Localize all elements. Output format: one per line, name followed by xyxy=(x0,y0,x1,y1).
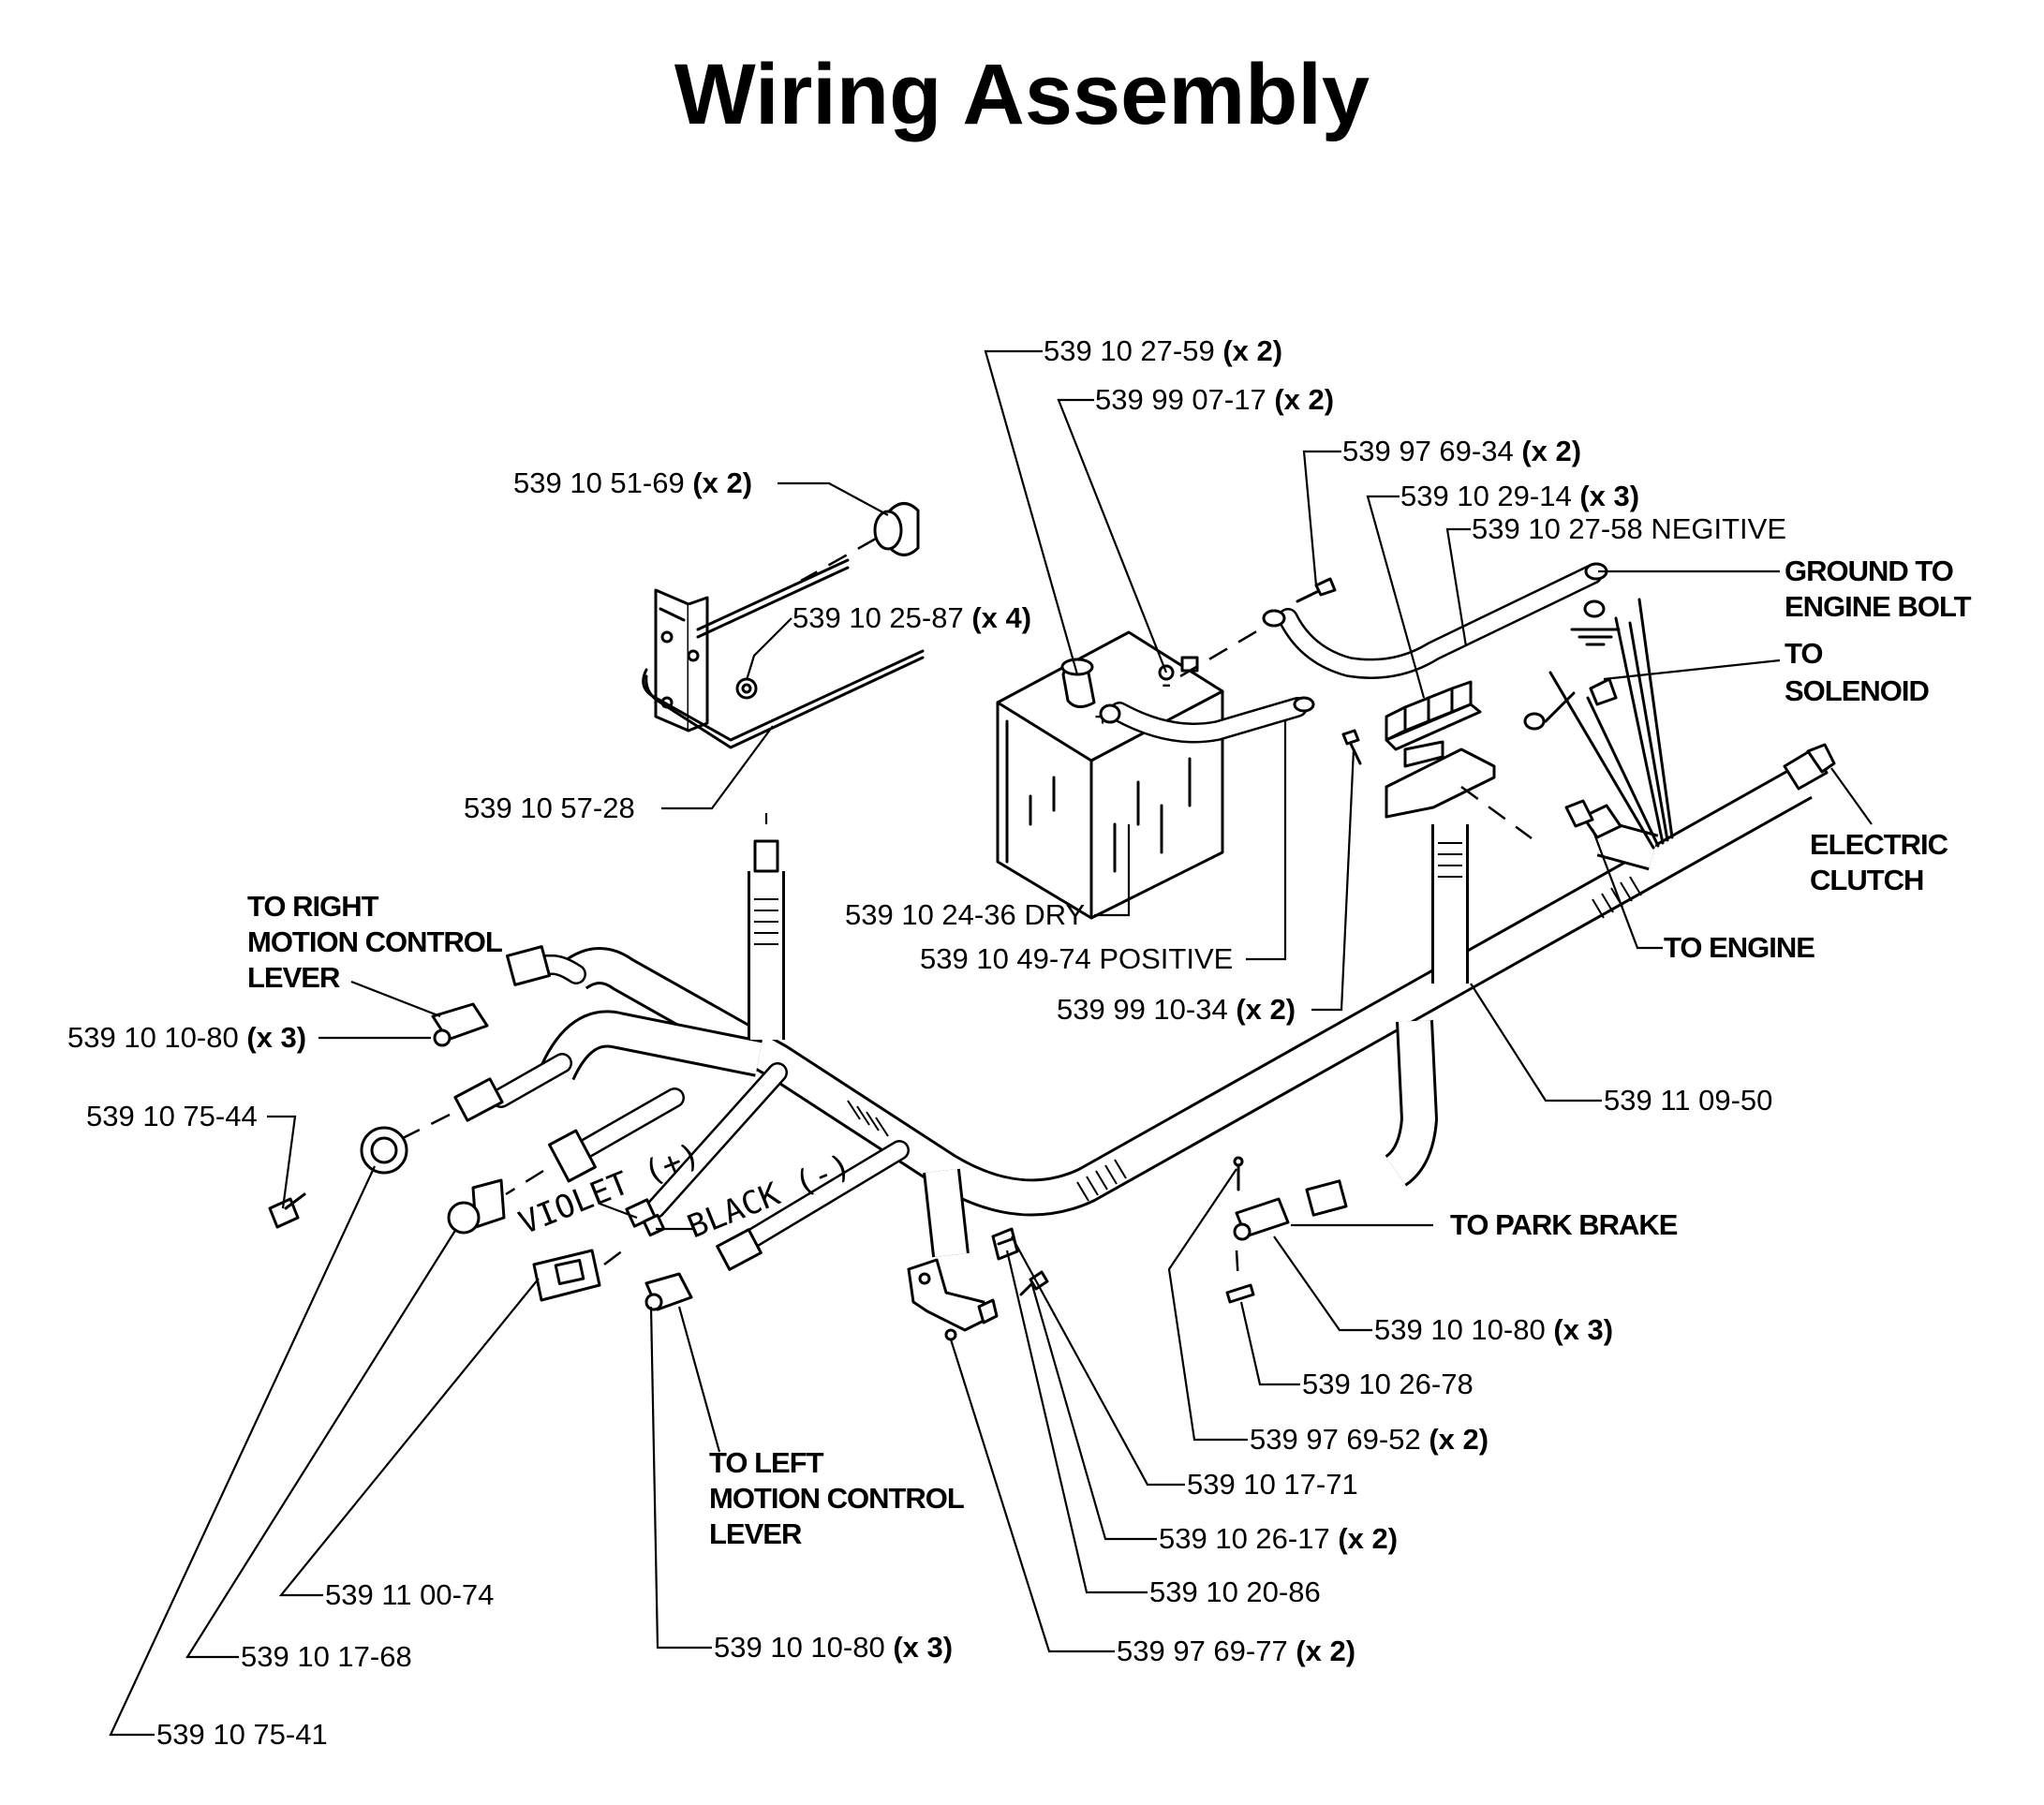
bracket-washer xyxy=(735,677,758,700)
hour-meter-connector xyxy=(505,1129,597,1196)
solenoid-terminal xyxy=(1523,677,1618,731)
note-to-engine: TO ENGINE xyxy=(1664,931,1814,964)
note-electric-clutch: ELECTRIC CLUTCH xyxy=(1810,828,1955,896)
label-5399910-34: 539 99 10-34 (x 2) xyxy=(1057,993,1296,1026)
label-5391017-68: 539 10 17-68 xyxy=(241,1640,412,1673)
engine-wires xyxy=(1544,598,1674,850)
label-5391075-41: 539 10 75-41 xyxy=(156,1718,328,1751)
violet-black-terminals xyxy=(625,1198,666,1237)
note-to-solenoid: TO SOLENOID xyxy=(1785,637,1930,707)
ignition-switch xyxy=(360,1126,408,1175)
relay-connector xyxy=(991,1227,1019,1261)
note-to-right-lever: TO RIGHT MOTION CONTROL LEVER xyxy=(247,890,509,994)
svg-text:-: - xyxy=(1162,667,1171,700)
label-5399769-77: 539 97 69-77 (x 2) xyxy=(1117,1635,1355,1667)
page-title: Wiring Assembly xyxy=(674,47,1370,142)
note-to-left-lever: TO LEFT MOTION CONTROL LEVER xyxy=(709,1446,970,1550)
indicator-module xyxy=(532,1249,624,1302)
park-brake-bracket xyxy=(1225,1250,1255,1304)
fuse-bracket xyxy=(1385,740,1533,840)
label-5399769-52: 539 97 69-52 (x 2) xyxy=(1250,1423,1489,1456)
label-5399907-17: 539 99 07-17 (x 2) xyxy=(1095,383,1334,416)
leader-lines xyxy=(109,349,1873,1737)
key-switch-connector xyxy=(402,1077,504,1140)
destination-notes: GROUND TO ENGINE BOLT TO SOLENOID ELECTR… xyxy=(247,555,1973,1550)
label-5391026-17: 539 10 26-17 (x 2) xyxy=(1159,1522,1398,1555)
label-5391025-87: 539 10 25-87 (x 4) xyxy=(792,601,1031,634)
label-5391027-59: 539 10 27-59 (x 2) xyxy=(1044,334,1282,367)
electric-clutch-connector xyxy=(1783,743,1836,791)
relay-nut xyxy=(944,1328,957,1341)
top-connector xyxy=(753,813,779,873)
part-labels: 539 10 27-59 (x 2) 539 99 07-17 (x 2) 53… xyxy=(67,334,1786,1751)
label-5391029-14: 539 10 29-14 (x 3) xyxy=(1400,480,1639,512)
fuse-holder-block xyxy=(1385,680,1482,751)
label-5391010-80-b: 539 10 10-80 (x 3) xyxy=(1374,1313,1613,1346)
label-5391020-86: 539 10 20-86 xyxy=(1149,1576,1321,1608)
label-5391010-80-a: 539 10 10-80 (x 3) xyxy=(67,1021,306,1054)
label-5391109-50: 539 11 09-50 xyxy=(1604,1084,1772,1117)
conduit-ribs xyxy=(754,842,1642,1202)
label-5391026-78: 539 10 26-78 xyxy=(1302,1368,1474,1400)
hour-meter xyxy=(447,1178,506,1235)
bracket-rod-upper xyxy=(696,558,850,639)
bracket-rod-lower xyxy=(642,649,925,749)
park-brake-switch xyxy=(1233,1197,1290,1241)
positive-cable xyxy=(1099,696,1315,744)
label-5391057-28: 539 10 57-28 xyxy=(464,792,635,824)
mounting-bracket xyxy=(654,588,709,732)
park-brake-connector xyxy=(1305,1179,1348,1217)
battery-bolt xyxy=(1179,577,1337,678)
label-5399769-34: 539 97 69-34 (x 2) xyxy=(1342,435,1581,467)
rubber-bumper xyxy=(800,502,920,583)
left-wire-leads xyxy=(491,954,910,1256)
battery: + - xyxy=(996,630,1224,920)
ignition-key xyxy=(268,1192,306,1229)
module-bracket xyxy=(907,1258,999,1332)
label-5391100-74: 539 11 00-74 xyxy=(325,1578,494,1611)
label-5391024-36: 539 10 24-36 DRY xyxy=(845,898,1085,931)
label-5391051-69: 539 10 51-69 (x 2) xyxy=(513,466,752,499)
fuse-screw xyxy=(1341,729,1362,765)
relay-screw xyxy=(1019,1270,1049,1296)
negative-cable xyxy=(1262,562,1608,679)
label-5391017-71: 539 10 17-71 xyxy=(1187,1468,1358,1501)
label-5391010-80-c: 539 10 10-80 (x 3) xyxy=(714,1631,953,1664)
left-lever-connector xyxy=(644,1228,763,1311)
note-to-park-brake: TO PARK BRAKE xyxy=(1450,1208,1678,1241)
main-harness xyxy=(540,765,1813,1258)
label-5391027-58: 539 10 27-58 NEGITIVE xyxy=(1472,512,1786,545)
right-lever-connector xyxy=(431,945,551,1047)
ground-terminal xyxy=(1570,599,1621,646)
label-5391049-74: 539 10 49-74 POSITIVE xyxy=(920,942,1233,975)
note-ground-engine-bolt: GROUND TO ENGINE BOLT xyxy=(1785,555,1972,623)
positive-terminal-boot xyxy=(1060,658,1096,708)
label-5391075-44: 539 10 75-44 xyxy=(86,1100,258,1132)
park-brake-screw xyxy=(1233,1156,1244,1191)
